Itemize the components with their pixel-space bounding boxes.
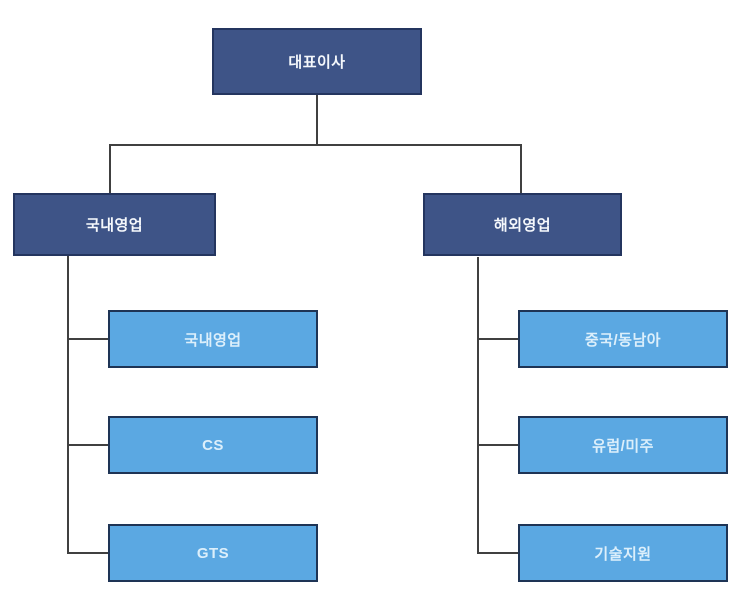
connector-top-bus bbox=[109, 144, 521, 146]
org-node-domestic-sales: 국내영업 bbox=[13, 193, 216, 256]
connector-trunk-left bbox=[67, 256, 69, 554]
connector-stub-right-1 bbox=[477, 338, 518, 340]
connector-trunk-right bbox=[477, 257, 479, 554]
org-node-overseas-sales: 해외영업 bbox=[423, 193, 622, 256]
org-node-cs-team: CS bbox=[108, 416, 318, 474]
connector-stub-left-1 bbox=[67, 338, 108, 340]
org-node-gts-team: GTS bbox=[108, 524, 318, 582]
connector-stub-right-3 bbox=[477, 552, 518, 554]
org-node-tech-support-team: 기술지원 bbox=[518, 524, 728, 582]
connector-stub-left-2 bbox=[67, 444, 108, 446]
connector-drop-left bbox=[109, 144, 111, 193]
connector-drop-right bbox=[520, 144, 522, 193]
connector-root-stem bbox=[316, 95, 318, 144]
org-node-europe-americas-team: 유럽/미주 bbox=[518, 416, 728, 474]
org-node-china-sea-team: 중국/동남아 bbox=[518, 310, 728, 368]
connector-stub-left-3 bbox=[67, 552, 108, 554]
connector-stub-right-2 bbox=[477, 444, 518, 446]
org-node-ceo: 대표이사 bbox=[212, 28, 422, 95]
org-node-domestic-sales-team: 국내영업 bbox=[108, 310, 318, 368]
